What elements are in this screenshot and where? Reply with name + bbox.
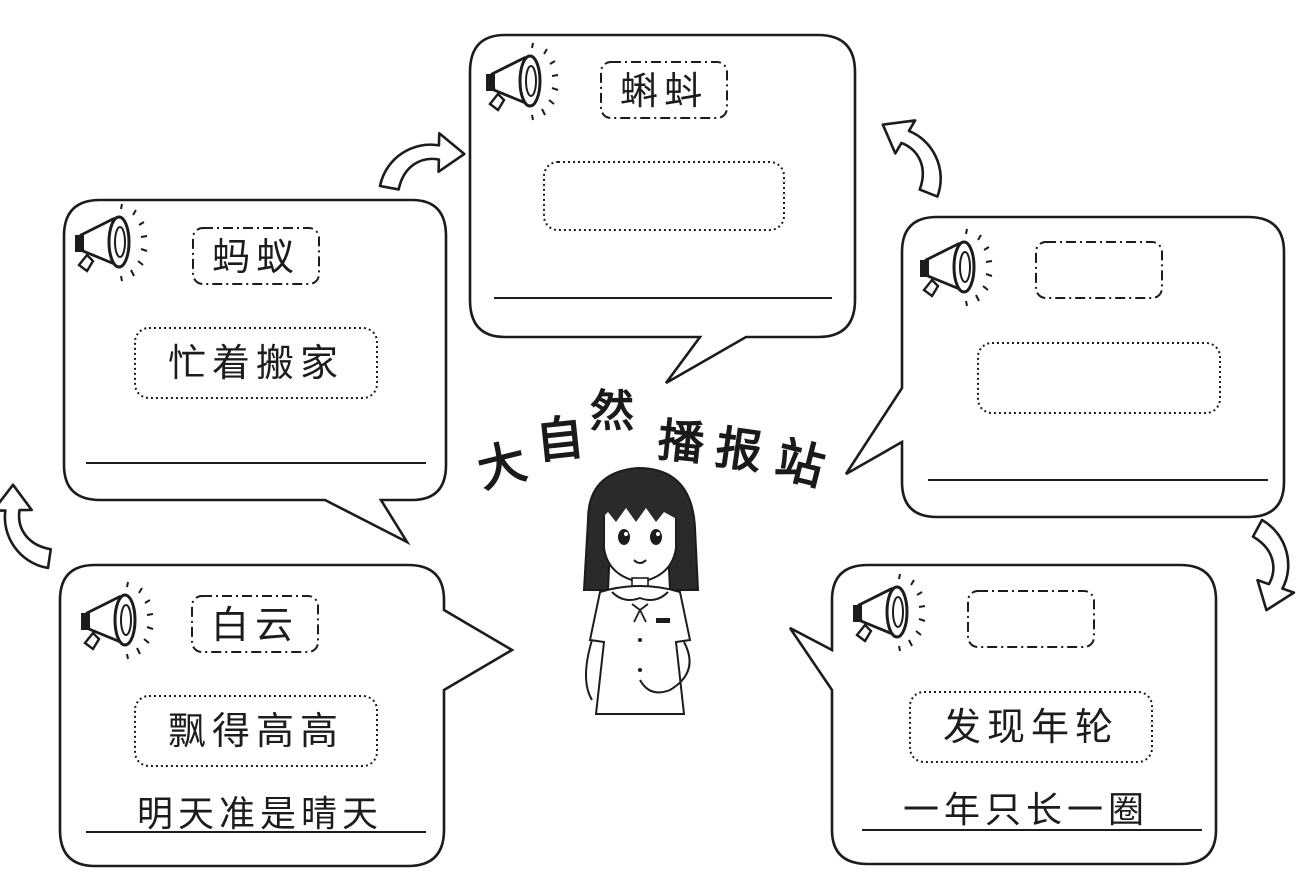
card-name: 蝌蚪 — [620, 69, 708, 113]
card-extra: 一年只长一圈 — [903, 790, 1149, 831]
card-extra: 明天准是晴天 — [137, 794, 383, 835]
curved-arrow-icon — [866, 106, 966, 201]
card-name: 蚂蚁 — [212, 235, 300, 279]
title-char: 大 — [472, 433, 532, 499]
card-name: 白云 — [211, 603, 299, 647]
title-char: 站 — [770, 431, 830, 497]
speech-bubble-top: 蝌蚪 — [470, 35, 855, 383]
title-char: 播 — [655, 413, 707, 472]
curved-arrow-icon — [1241, 519, 1306, 614]
card-action: 忙着搬家 — [168, 341, 344, 385]
card-action: 飘得高高 — [168, 709, 344, 753]
curved-arrow-icon — [374, 130, 468, 192]
speech-bubble-right-upper — [846, 217, 1284, 517]
girl-announcer — [584, 468, 698, 714]
card-action: 发现年轮 — [943, 705, 1119, 749]
speech-bubble-left-upper: 蚂蚁 忙着搬家 — [64, 200, 446, 542]
title-char: 自 — [533, 410, 587, 471]
curved-arrow-icon — [0, 480, 54, 575]
speech-bubble-left-lower: 白云 飘得高高 明天准是晴天 — [60, 565, 512, 866]
title-char: 然 — [590, 386, 634, 437]
speech-bubble-right-lower: 发现年轮 一年只长一圈 — [790, 565, 1216, 864]
title-char: 报 — [712, 420, 765, 480]
